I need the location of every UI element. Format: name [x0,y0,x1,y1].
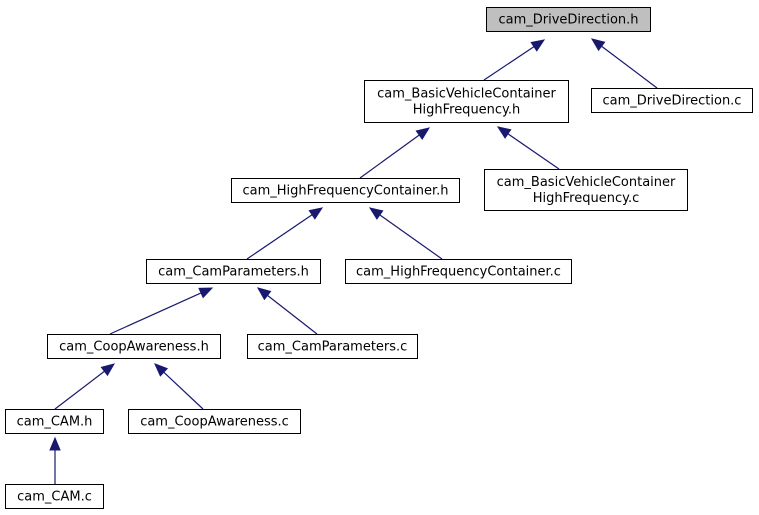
edges-layer [49,38,658,484]
nodes-layer: cam_DriveDirection.h cam_BasicVehicleCont… [5,7,753,509]
edge-line [163,371,204,410]
file-node-camparams-c[interactable]: cam_CamParameters.c [247,334,418,359]
arrowhead-icon [530,39,546,52]
node-label: cam_CoopAwareness.h [59,340,209,355]
node-box [47,334,221,359]
node-label: cam_CAM.h [17,415,93,430]
edge-line [483,46,535,81]
edge-coop_h-to-camparams_h [109,287,214,335]
node-label: cam_CoopAwareness.c [140,415,289,430]
node-box [5,484,104,509]
node-label: HighFrequency.h [413,103,521,118]
node-box [5,409,104,434]
arrowhead-icon [308,207,324,220]
arrowhead-icon [100,363,116,377]
file-node-drive-c[interactable]: cam_DriveDirection.c [591,88,753,113]
node-box [231,178,460,203]
edge-hfc_c-to-hfc_h [368,207,443,260]
arrowhead-icon [415,127,431,140]
node-label: HighFrequency.c [533,191,639,206]
edge-camparams_c-to-camparams_h [256,287,318,335]
node-label: cam_CamParameters.c [258,340,408,355]
edge-line [54,370,105,410]
edge-basic_c-to-basic_h [496,126,560,170]
edge-cam_c-to-cam_h [49,436,61,484]
node-box [484,169,688,211]
node-label: cam_CAM.c [17,490,92,505]
file-node-hfc-h[interactable]: cam_HighFrequencyContainer.h [231,178,460,203]
edge-drive_c-to-drive_h [590,38,658,89]
edge-line [507,133,560,170]
node-box [247,334,418,359]
file-node-hfc-c[interactable]: cam_HighFrequencyContainer.c [345,259,572,284]
node-label: cam_CamParameters.h [158,265,309,280]
file-node-coop-h[interactable]: cam_CoopAwareness.h [47,334,221,359]
node-label: cam_DriveDirection.c [603,94,742,109]
arrowhead-icon [590,38,606,52]
file-node-drive-h[interactable]: cam_DriveDirection.h [486,7,651,32]
edge-line [246,214,313,260]
node-label: cam_HighFrequencyContainer.h [242,184,448,199]
edge-line [109,292,202,335]
edge-line [379,214,443,260]
edge-basic_h-to-drive_h [483,39,546,81]
node-box [128,409,301,434]
arrowhead-icon [198,287,214,299]
edge-camparams_h-to-hfc_h [246,207,324,260]
edge-cam_h-to-coop_h [54,363,116,410]
node-label: cam_HighFrequencyContainer.c [356,265,561,280]
edge-hfc_h-to-basic_h [359,127,431,179]
edge-line [601,45,658,89]
edge-line [359,134,420,179]
file-node-coop-c[interactable]: cam_CoopAwareness.c [128,409,301,434]
node-box [146,259,321,284]
node-box [486,7,651,32]
edge-line [267,294,318,335]
arrowhead-icon [154,363,169,377]
node-label: cam_BasicVehicleContainer [497,175,676,190]
file-node-cam-h[interactable]: cam_CAM.h [5,409,104,434]
node-label: cam_DriveDirection.h [498,13,638,28]
file-node-cam-c[interactable]: cam_CAM.c [5,484,104,509]
arrowhead-icon [496,126,512,139]
node-box [591,88,753,113]
arrowhead-icon [49,436,61,451]
edge-coop_c-to-coop_h [154,363,204,410]
arrowhead-icon [368,207,384,220]
file-node-camparams-h[interactable]: cam_CamParameters.h [146,259,321,284]
node-label: cam_BasicVehicleContainer [377,87,556,102]
arrowhead-icon [256,287,272,301]
node-box [345,259,572,284]
node-box [364,80,569,123]
